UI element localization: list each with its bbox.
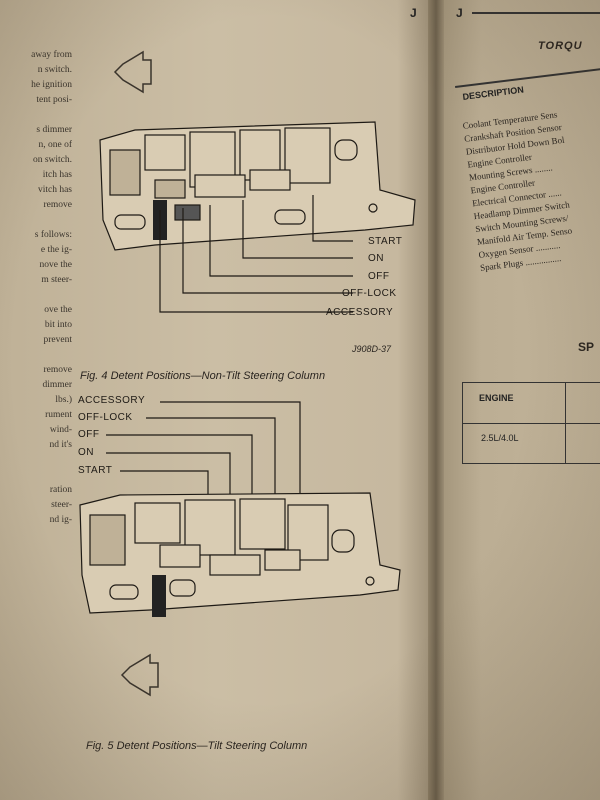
fig4-caption: Fig. 4 Detent Positions—Non-Tilt Steerin… [80,370,326,382]
left-column-line [0,108,72,123]
left-column-line [0,288,72,303]
left-column-line: ove the [44,305,72,315]
left-column-line: remove [43,200,73,210]
figure4-diagram [99,50,416,313]
spec-table-header: ENGINE [479,393,514,403]
left-column-line: remove [43,365,73,375]
left-column-line [0,468,72,483]
header-rule [472,12,600,14]
right-page-title: TORQU [538,40,583,52]
left-column-line: steer- [51,500,72,510]
right-page [442,0,600,800]
book-gutter [428,0,444,800]
left-column-line: e the ig- [40,245,72,255]
fig4-callout-off: OFF [368,271,390,282]
left-column-line: bit into [44,320,72,330]
left-column-line: on switch. [32,155,72,165]
left-page-letter: J [410,6,417,20]
left-column-line: itch has [42,170,72,180]
left-column-line: ration [49,485,72,495]
spec-section-title: SP [578,340,595,354]
left-column-line: s dimmer [36,125,72,135]
left-column-line: he ignition [31,80,72,90]
left-column-line: lbs.) [55,395,72,405]
fig5-callout-start: START [78,465,113,476]
left-column-line [0,453,72,468]
fig4-callout-start: START [368,236,403,247]
left-column-line: n switch. [37,65,72,75]
left-column-line: s follows: [34,230,72,240]
left-column-line: dimmer [42,380,72,390]
left-column-line: away from [31,50,72,60]
spec-table: ENGINE 2.5L/4.0L [462,382,600,464]
arrow-up-left-icon [113,50,152,94]
spec-table-engine: 2.5L/4.0L [481,433,519,443]
fig5-callout-off-lock: OFF-LOCK [78,412,133,423]
left-column-line: m steer- [41,275,72,285]
left-column-line: rument [45,410,72,420]
left-column-line: vitch has [37,185,72,195]
left-column-line: n, one of [38,140,72,150]
left-column-line: wind- [49,425,72,435]
left-column-line [0,213,72,228]
left-column-line: nd it's [49,440,72,450]
left-column-line: nove the [39,260,72,270]
left-column-line: prevent [43,335,73,345]
fig4-code: J908D-37 [352,344,392,354]
left-column-line [0,348,72,363]
figure5-diagram [79,401,401,697]
fig5-callout-on: ON [78,447,94,458]
left-column-line: tent posi- [36,95,72,105]
fig5-caption: Fig. 5 Detent Positions—Tilt Steering Co… [86,740,308,752]
fig4-callout-off-lock: OFF-LOCK [342,288,397,299]
fig4-callout-on: ON [368,253,384,264]
fig4-callout-accessory: ACCESSORY [326,307,394,318]
left-column-text: away from n switch. he ignition tent posi-s… [0,48,72,528]
fig5-callout-accessory: ACCESSORY [78,395,146,406]
fig5-callout-off: OFF [78,429,100,440]
left-column-line: nd ig- [49,515,72,525]
right-page-letter: J [456,6,463,20]
arrow-up-left-icon [120,653,159,697]
